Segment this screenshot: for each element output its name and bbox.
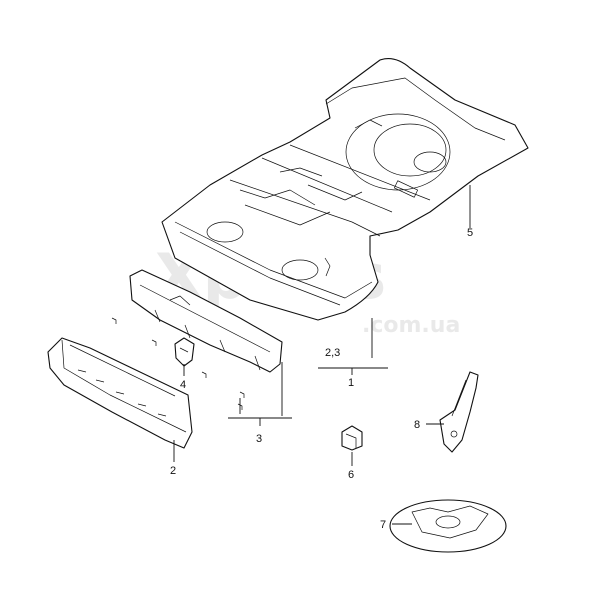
spare-wheel-cover-part-7 <box>389 499 507 553</box>
callout-4: 4 <box>180 379 186 391</box>
callout-3: 3 <box>256 433 262 445</box>
clip-part-6 <box>341 425 363 451</box>
callouts: 5 2,3 1 4 3 2 6 8 7 <box>170 227 473 531</box>
callout-7: 7 <box>380 519 386 531</box>
holder-part-8 <box>439 371 479 453</box>
watermark-domain: .com.ua <box>362 313 460 338</box>
callout-6: 6 <box>348 469 354 481</box>
callout-5: 5 <box>467 227 473 239</box>
cross-member-part-2 <box>47 337 193 449</box>
callout-2: 2 <box>170 465 176 477</box>
callout-1: 1 <box>348 377 354 389</box>
callout-2-3: 2,3 <box>325 347 340 359</box>
bracket-part-4 <box>174 337 195 367</box>
leader-lines <box>173 185 471 525</box>
rear-floor-pan-part-5 <box>161 58 529 321</box>
reinforcement-part-3 <box>129 269 283 373</box>
fastener-marks <box>111 317 245 410</box>
callout-8: 8 <box>414 419 420 431</box>
